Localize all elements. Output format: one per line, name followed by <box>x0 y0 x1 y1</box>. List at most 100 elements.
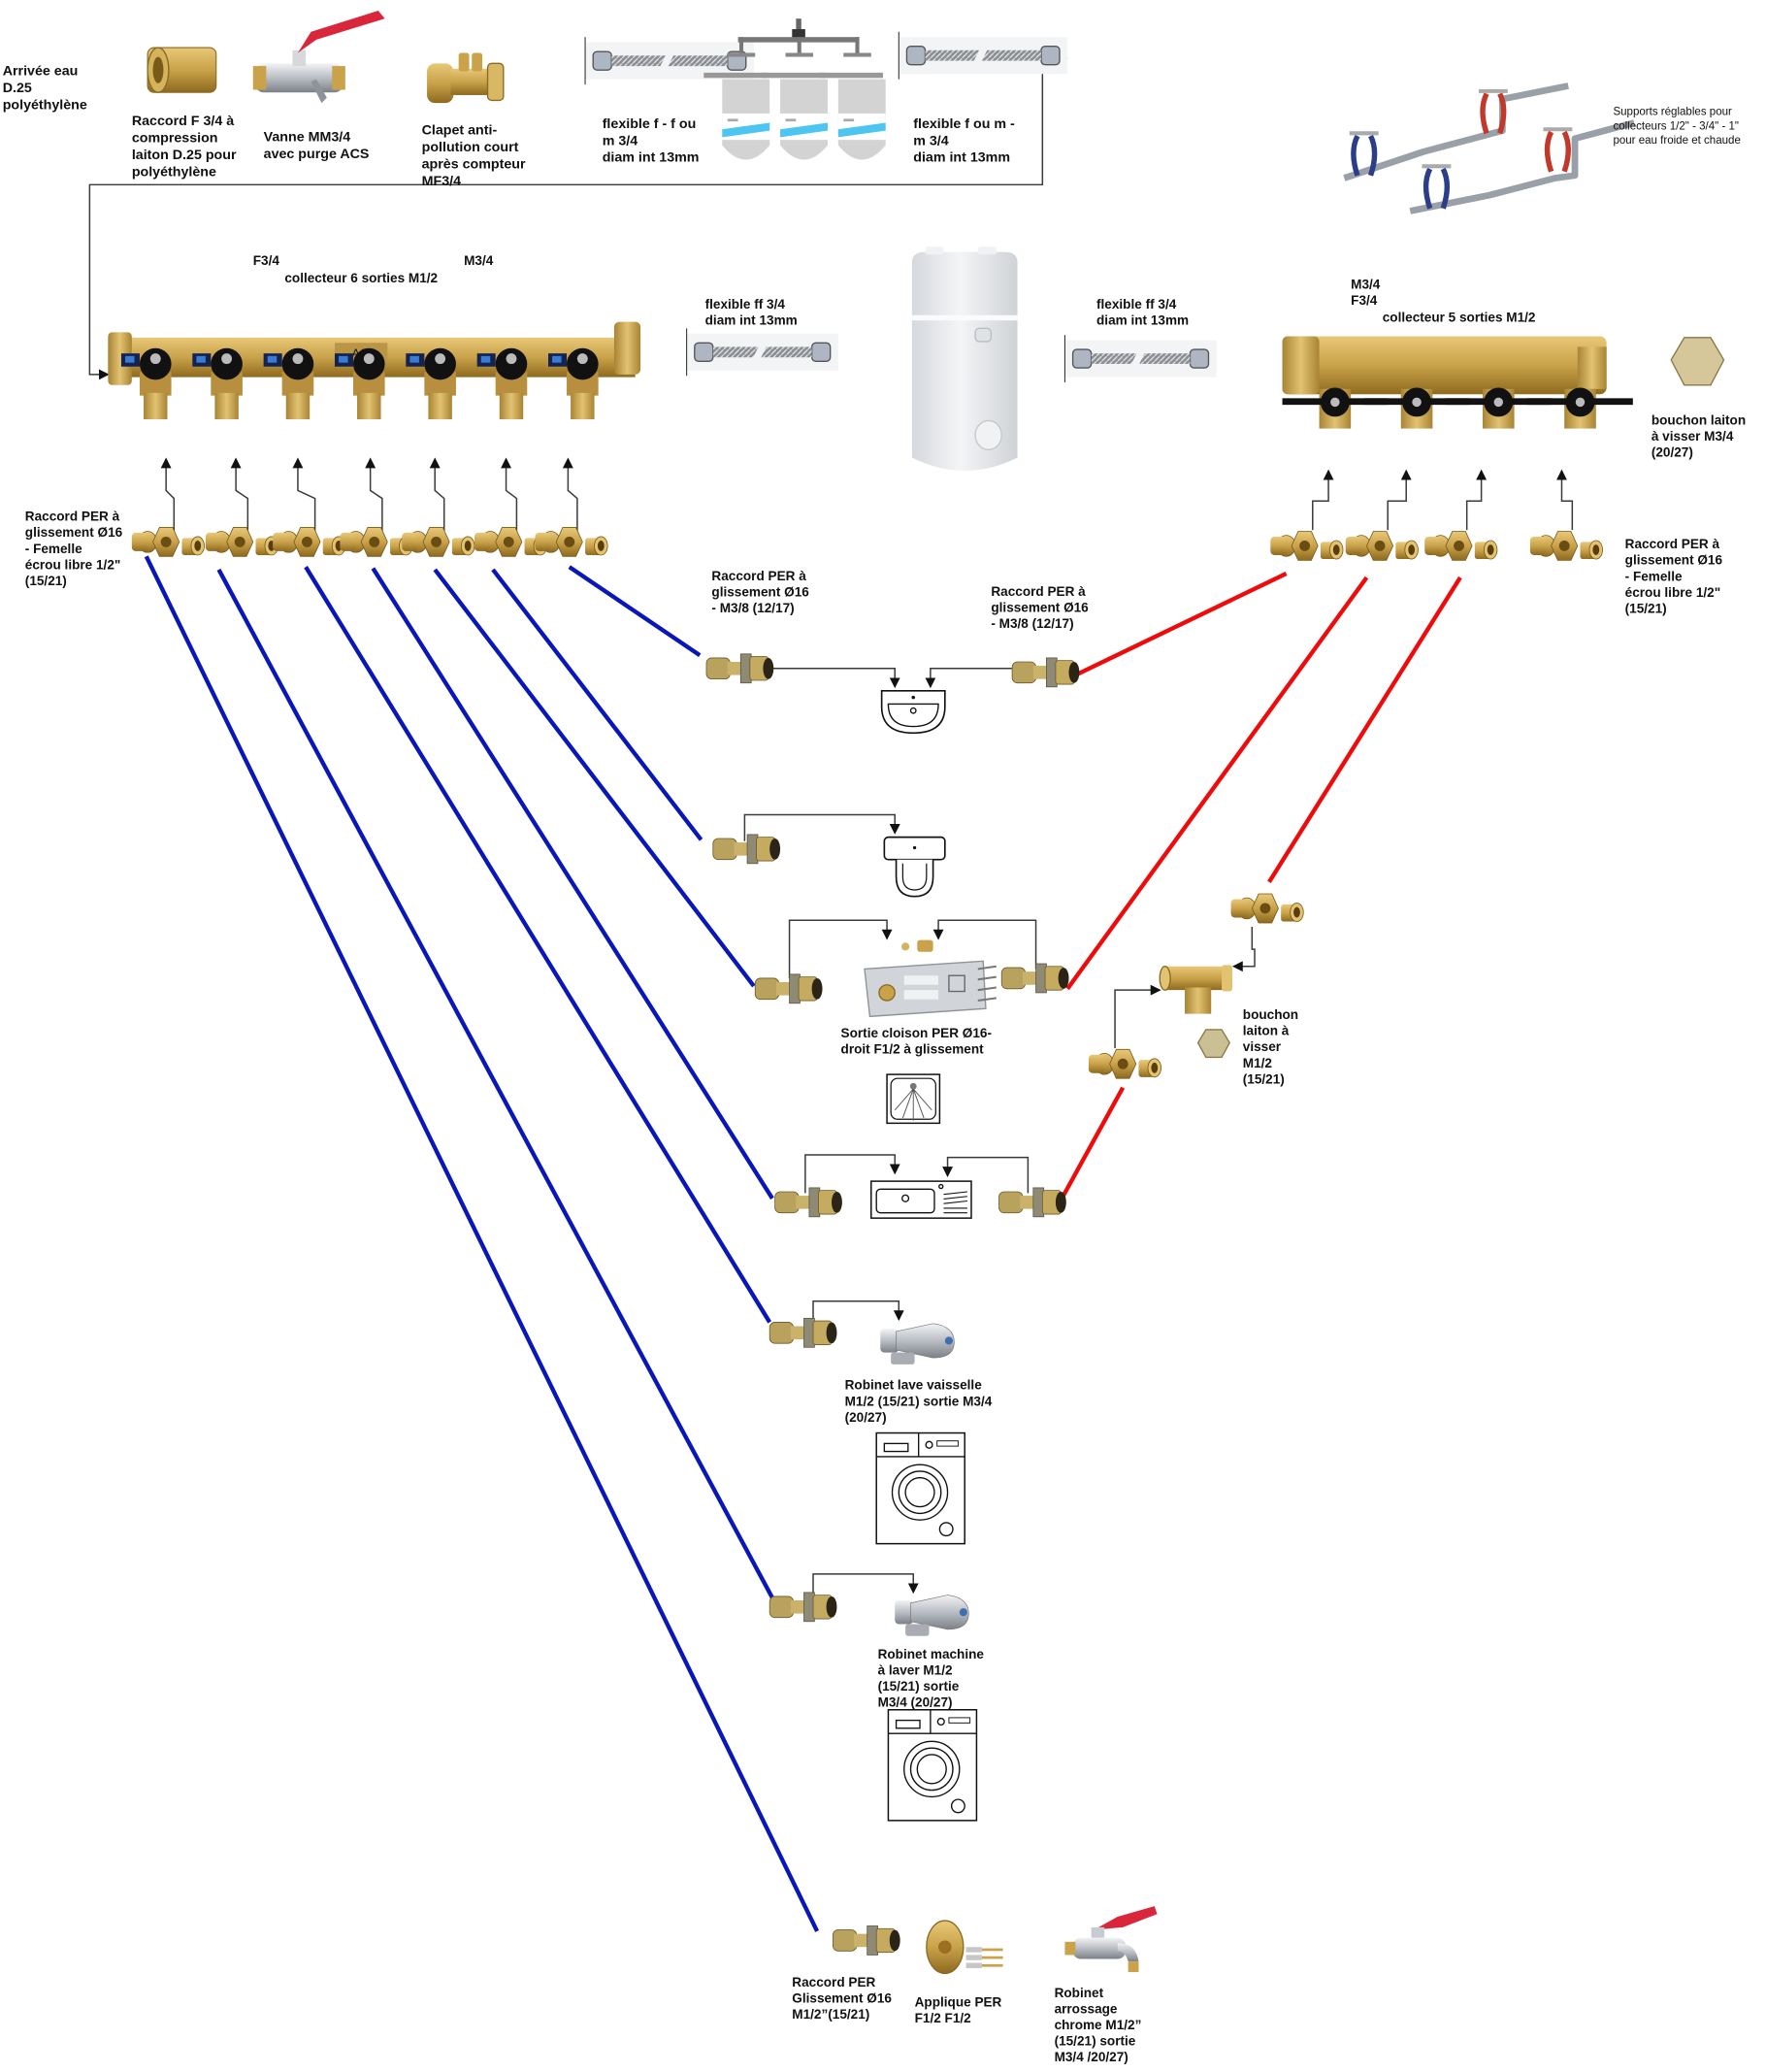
hot-pipe-washbasin <box>1068 572 1288 680</box>
hose-braid <box>611 55 666 67</box>
hot-manifold-icon <box>1282 336 1633 429</box>
cold-pipe-shower <box>433 568 756 988</box>
cold-pipe-dishwasher <box>304 566 772 1324</box>
per-fitting-female-icon <box>205 526 279 558</box>
filter-collar <box>819 72 883 79</box>
per-fitting-female-icon <box>534 526 608 558</box>
hose-braid <box>1139 353 1191 365</box>
per-fitting-female-icon <box>1229 893 1304 924</box>
tee-outlet-arrow <box>1114 984 1161 1048</box>
per-fitting-female-left-label-line: Raccord PER à <box>25 510 120 524</box>
tap-spout <box>1117 1943 1139 1962</box>
dishwasher-icon <box>875 1431 965 1545</box>
outlet-fitting <box>917 939 933 952</box>
heater-access-cover <box>974 419 1002 450</box>
cap-hex <box>1670 337 1725 386</box>
valve-knob-screw <box>435 353 446 365</box>
toilet-icon <box>883 836 946 898</box>
sink-basin <box>875 1188 935 1214</box>
wall-plug <box>965 1955 982 1960</box>
shower-spray <box>912 1088 932 1111</box>
valve-knob-screw <box>1330 397 1340 408</box>
tap-nozzle <box>1128 1961 1139 1973</box>
cold-manifold-outlet-label-line: M3/4 <box>464 253 494 268</box>
tee-inlet-arrow <box>1231 926 1256 972</box>
valve-lever-tag <box>409 355 419 363</box>
support-bar <box>1343 82 1569 181</box>
per-fitting-female-right-label-line: (15/21) <box>1625 601 1667 615</box>
tee-cap-label-line: M1/2 <box>1243 1056 1273 1070</box>
wall-outlet-label-line: droit F1/2 à glissement <box>841 1042 985 1057</box>
outlet-thread <box>499 392 524 420</box>
hose-nut-left <box>592 50 612 71</box>
garden-tap-label-line: arrossage <box>1055 2001 1118 2016</box>
washer-drawer <box>883 1442 909 1453</box>
shower-spray <box>894 1088 914 1111</box>
ball-valve-icon <box>252 11 385 104</box>
tap-body <box>896 1323 955 1359</box>
hose-nut-left <box>1071 348 1093 369</box>
valve-lever-tag <box>552 355 562 363</box>
cold-pipe-toilet <box>491 568 703 841</box>
check-valve-label-line: Clapet anti- <box>422 123 498 139</box>
valve-body <box>255 63 343 93</box>
washer-door-outer <box>891 1464 949 1521</box>
filter-riser <box>855 37 860 56</box>
per-fitting-m38-left-label-line: glissement Ø16 <box>711 584 809 599</box>
heater-flexible-right-icon <box>1063 335 1217 383</box>
washing-machine-tap-label-line: Robinet machine <box>878 1647 985 1661</box>
tap-thread <box>1064 1941 1076 1956</box>
wall-plate-label-line: F1/2 F1/2 <box>915 2011 972 2025</box>
wall-outlet-label-line: Sortie cloison PER Ø16- <box>841 1026 992 1040</box>
filter-pipe <box>796 18 801 38</box>
sink-drainer-line <box>943 1200 967 1204</box>
per-fitting-m38-right-label-line: Raccord PER à <box>991 584 1086 599</box>
filter-stripe <box>837 122 886 138</box>
washing-machine-tap-label-line: (15/21) sortie <box>878 1679 960 1694</box>
per-fitting-m38-left-label-line: Raccord PER à <box>711 569 806 583</box>
garden-fitting-label-line: Glissement Ø16 <box>792 1991 892 2006</box>
sink-drainer-line <box>943 1191 967 1196</box>
heater-port <box>977 247 997 255</box>
flexible-out-label-line: diam int 13mm <box>913 150 1010 166</box>
tee-port-left <box>1159 966 1171 991</box>
shower-spray <box>912 1088 925 1119</box>
cold-manifold-outlet-label: M3/4 <box>464 253 494 268</box>
washer-knob <box>925 1440 933 1449</box>
valve-knob-screw <box>1493 397 1504 408</box>
garden-tap-label-line: M3/4 /20/27) <box>1055 2050 1128 2064</box>
outlet-slot <box>903 990 939 1000</box>
valve-thread-left <box>252 66 267 90</box>
plate-screw <box>981 1963 1003 1967</box>
shower-icon <box>886 1073 941 1125</box>
heater-flexible-right-label-line: flexible ff 3/4 <box>1096 297 1177 312</box>
cold-riser-arrow <box>429 457 445 533</box>
hose-nut-left <box>694 342 714 362</box>
valve-knob-screw <box>1575 397 1586 408</box>
filter-mark <box>785 118 797 122</box>
washing-machine-icon <box>887 1709 978 1822</box>
heater-band <box>911 314 1018 321</box>
dishwasher-tap-label-line: (20/27) <box>845 1410 887 1425</box>
outlet-thread <box>214 392 239 420</box>
flexible-out-label-line: flexible f ou m - <box>913 116 1015 132</box>
flexible-in-label-line: flexible f - f ou <box>603 116 697 132</box>
compression-fitting-label-line: polyéthylène <box>132 164 216 180</box>
support-clamp <box>1480 92 1507 135</box>
cold-manifold-icon: AC <box>108 321 641 420</box>
outlet-thread <box>357 392 381 420</box>
per-fitting-female-icon <box>1269 530 1344 562</box>
hose-braid <box>1091 353 1137 365</box>
check-valve-label-line: MF3/4 <box>422 174 461 189</box>
end-cap-small-icon <box>1196 1029 1230 1059</box>
cold-riser-arrow <box>501 457 518 533</box>
hose-nut-left <box>905 46 927 66</box>
hot-pipe-shower <box>1065 576 1369 991</box>
tee-cap-label-line: laiton à <box>1243 1024 1290 1038</box>
hot-manifold-outlet-label-line: M3/4 <box>1351 278 1381 292</box>
valve-nut <box>427 63 454 104</box>
